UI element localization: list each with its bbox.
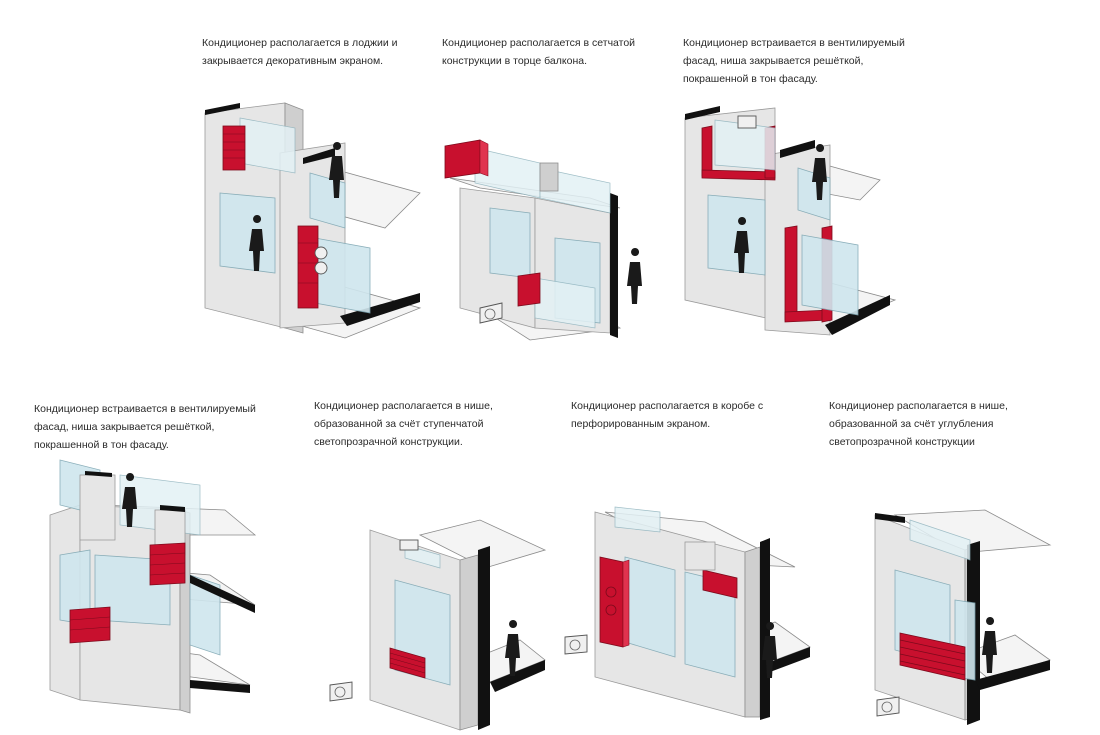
caption-panel-6: Кондиционер располагается в коробе с пер… <box>571 400 764 430</box>
caption-panel-7: Кондиционер располагается в нише, образо… <box>829 400 1008 448</box>
diagram-panel-6 <box>564 506 811 720</box>
diagram-panel-3 <box>684 106 897 336</box>
diagram-panel-7 <box>874 509 1052 725</box>
caption-panel-1: Кондиционер располагается в лоджии и зак… <box>202 37 398 67</box>
diagram-panel-2 <box>444 139 642 341</box>
diagram-panel-1 <box>204 102 422 339</box>
diagram-panel-4 <box>49 459 257 714</box>
caption-panel-3: Кондиционер встраивается в вентилируемый… <box>683 37 905 85</box>
caption-panel-4: Кондиционер встраивается в вентилируемый… <box>34 403 256 451</box>
caption-panel-5: Кондиционер располагается в нише, образо… <box>314 400 493 448</box>
caption-panel-2: Кондиционер располагается в сетчатой кон… <box>442 37 636 67</box>
diagram-panel-5 <box>329 519 547 731</box>
